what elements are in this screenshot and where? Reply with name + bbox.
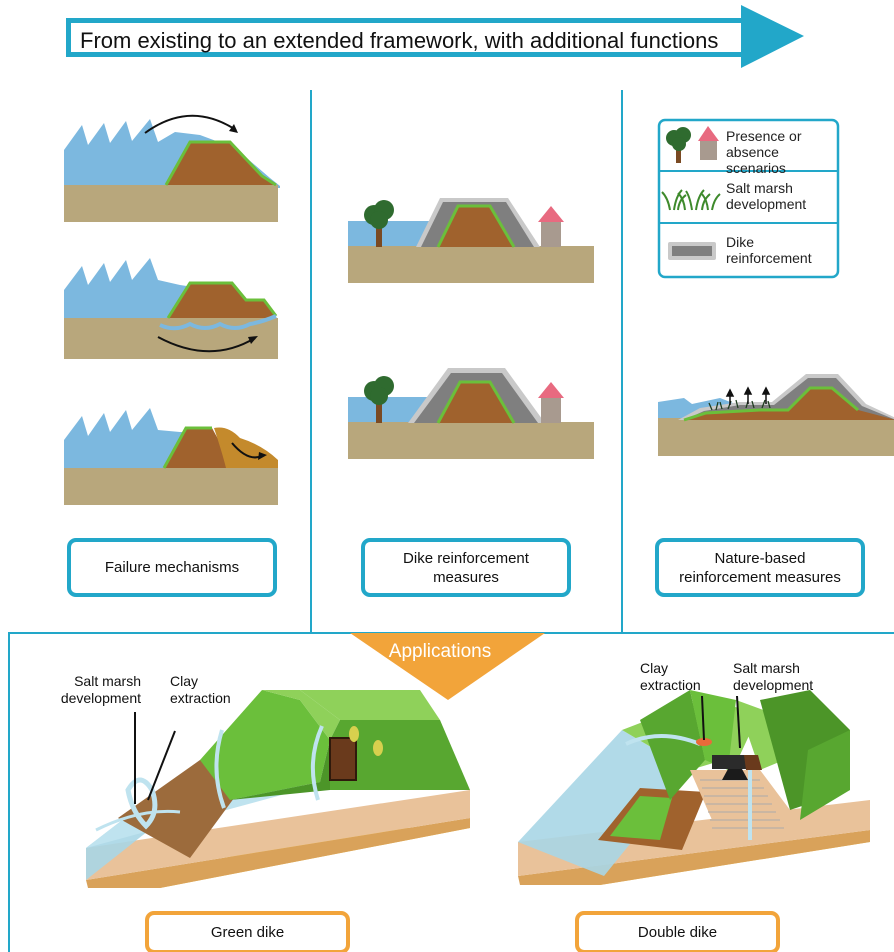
dike-reinforcement-scene-1 [348, 198, 594, 283]
green-dike-illustration [86, 690, 470, 888]
double-dike-illustration [518, 690, 870, 885]
nature-based-scene [658, 374, 894, 456]
green-dike-label-box [145, 911, 350, 952]
double-dike-callout-salt-marsh: Salt marsh development [733, 660, 814, 693]
tree-house-icon [666, 126, 719, 163]
banner-arrow [66, 5, 804, 68]
grass-icon [661, 189, 721, 211]
panel-label-failure: Failure mechanisms [104, 559, 240, 576]
panel-label-box-dike [361, 538, 571, 597]
banner-title: From existing to an extended framework, … [80, 28, 719, 53]
panel-label-box-nature [655, 538, 865, 597]
panel-label-dike: Dike reinforcement measures [403, 549, 529, 586]
green-dike-callout-salt-marsh: Salt marsh development [60, 673, 141, 706]
legend-label-presence: Presence or absence scenarios [726, 128, 802, 176]
applications-title: Applications [388, 641, 492, 662]
double-dike-label-box [575, 911, 780, 952]
dike-reinforcement-scene-2 [348, 368, 594, 459]
panel-label-box-failure [67, 538, 277, 597]
legend-label-salt-marsh: Salt marsh development [726, 180, 807, 212]
green-dike-callout-clay: Clay extraction [170, 673, 231, 706]
legend-label-dike-reinforcement: Dike reinforcement [726, 234, 812, 266]
failure-scene-piping [64, 258, 278, 359]
failure-scene-overtopping [64, 114, 280, 222]
failure-scene-sliding [64, 408, 278, 505]
applications-arrow [350, 633, 545, 700]
double-dike-label: Double dike [637, 924, 718, 941]
panel-label-nature: Nature-based reinforcement measures [679, 549, 841, 586]
legend-box [657, 118, 840, 279]
dike-reinforcement-icon [668, 242, 716, 260]
green-dike-label: Green dike [210, 924, 285, 941]
double-dike-callout-clay: Clay extraction [640, 660, 701, 693]
